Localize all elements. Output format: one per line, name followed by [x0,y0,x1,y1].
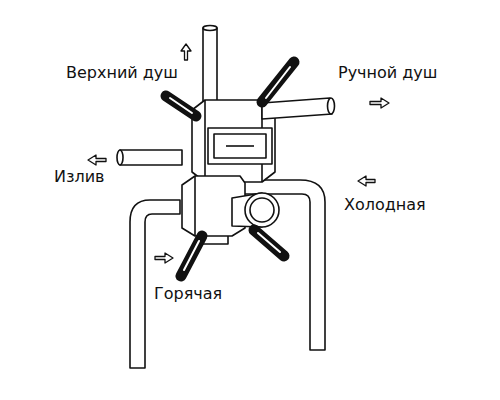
inlet-label: Горячая [154,285,222,303]
outlet-label: Ручной душ [338,64,437,82]
inlet-label: Холодная [344,196,426,214]
outlet-label: Излив [54,168,105,186]
outlet-label: Верхний душ [66,64,178,82]
